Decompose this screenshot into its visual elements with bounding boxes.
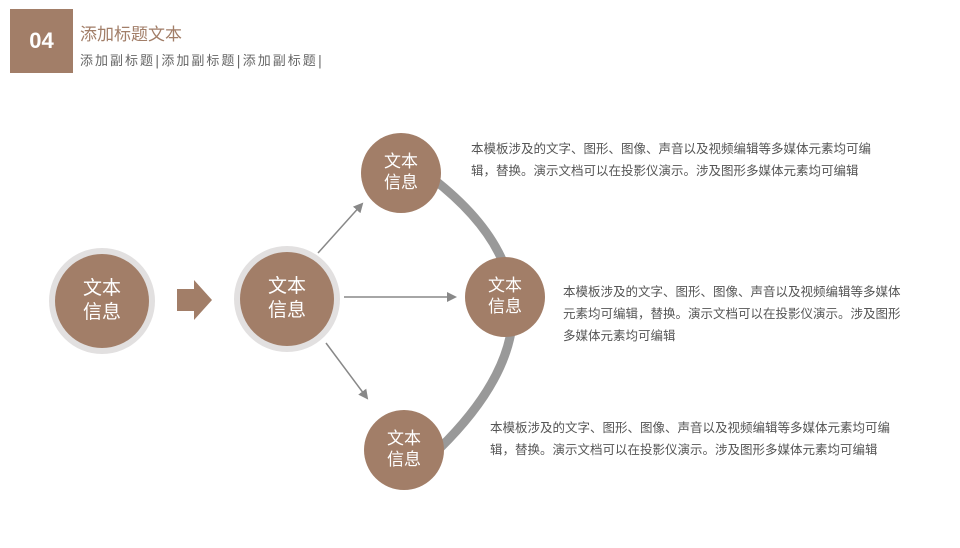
middle-circle-line1: 文本 (488, 275, 522, 296)
top-circle-line2: 信息 (384, 173, 418, 193)
page-subtitle: 添加副标题|添加副标题|添加副标题| (80, 54, 325, 69)
flow-arrow-icon (177, 280, 212, 320)
top-circle: 文本 信息 (361, 133, 441, 213)
page-title: 添加标题文本 (80, 25, 182, 45)
top-description: 本模板涉及的文字、图形、图像、声音以及视频编辑等多媒体元素均可编辑，替换。演示文… (471, 141, 872, 178)
middle-description: 本模板涉及的文字、图形、图像、声音以及视频编辑等多媒体元素均可编辑，替换。演示文… (563, 284, 901, 343)
bottom-circle: 文本 信息 (364, 410, 444, 490)
hub-circle-line1: 文本 (267, 275, 306, 298)
middle-circle: 文本 信息 (465, 257, 545, 337)
section-number-badge: 04 (10, 9, 73, 73)
source-circle: 文本 信息 (55, 254, 149, 348)
bottom-circle-line1: 文本 (387, 428, 421, 449)
source-circle-line2: 信息 (82, 301, 121, 323)
bottom-circle-line2: 信息 (387, 450, 421, 470)
middle-circle-line2: 信息 (488, 297, 522, 317)
hub-circle-line2: 信息 (267, 299, 306, 321)
top-circle-line1: 文本 (384, 151, 418, 172)
bottom-description: 本模板涉及的文字、图形、图像、声音以及视频编辑等多媒体元素均可编辑，替换。演示文… (490, 420, 891, 457)
arrow-to-bottom (325, 342, 369, 400)
arrow-to-top (317, 202, 364, 254)
section-number: 04 (29, 28, 54, 53)
source-circle-line1: 文本 (82, 277, 121, 300)
hub-circle: 文本 信息 (240, 252, 334, 346)
